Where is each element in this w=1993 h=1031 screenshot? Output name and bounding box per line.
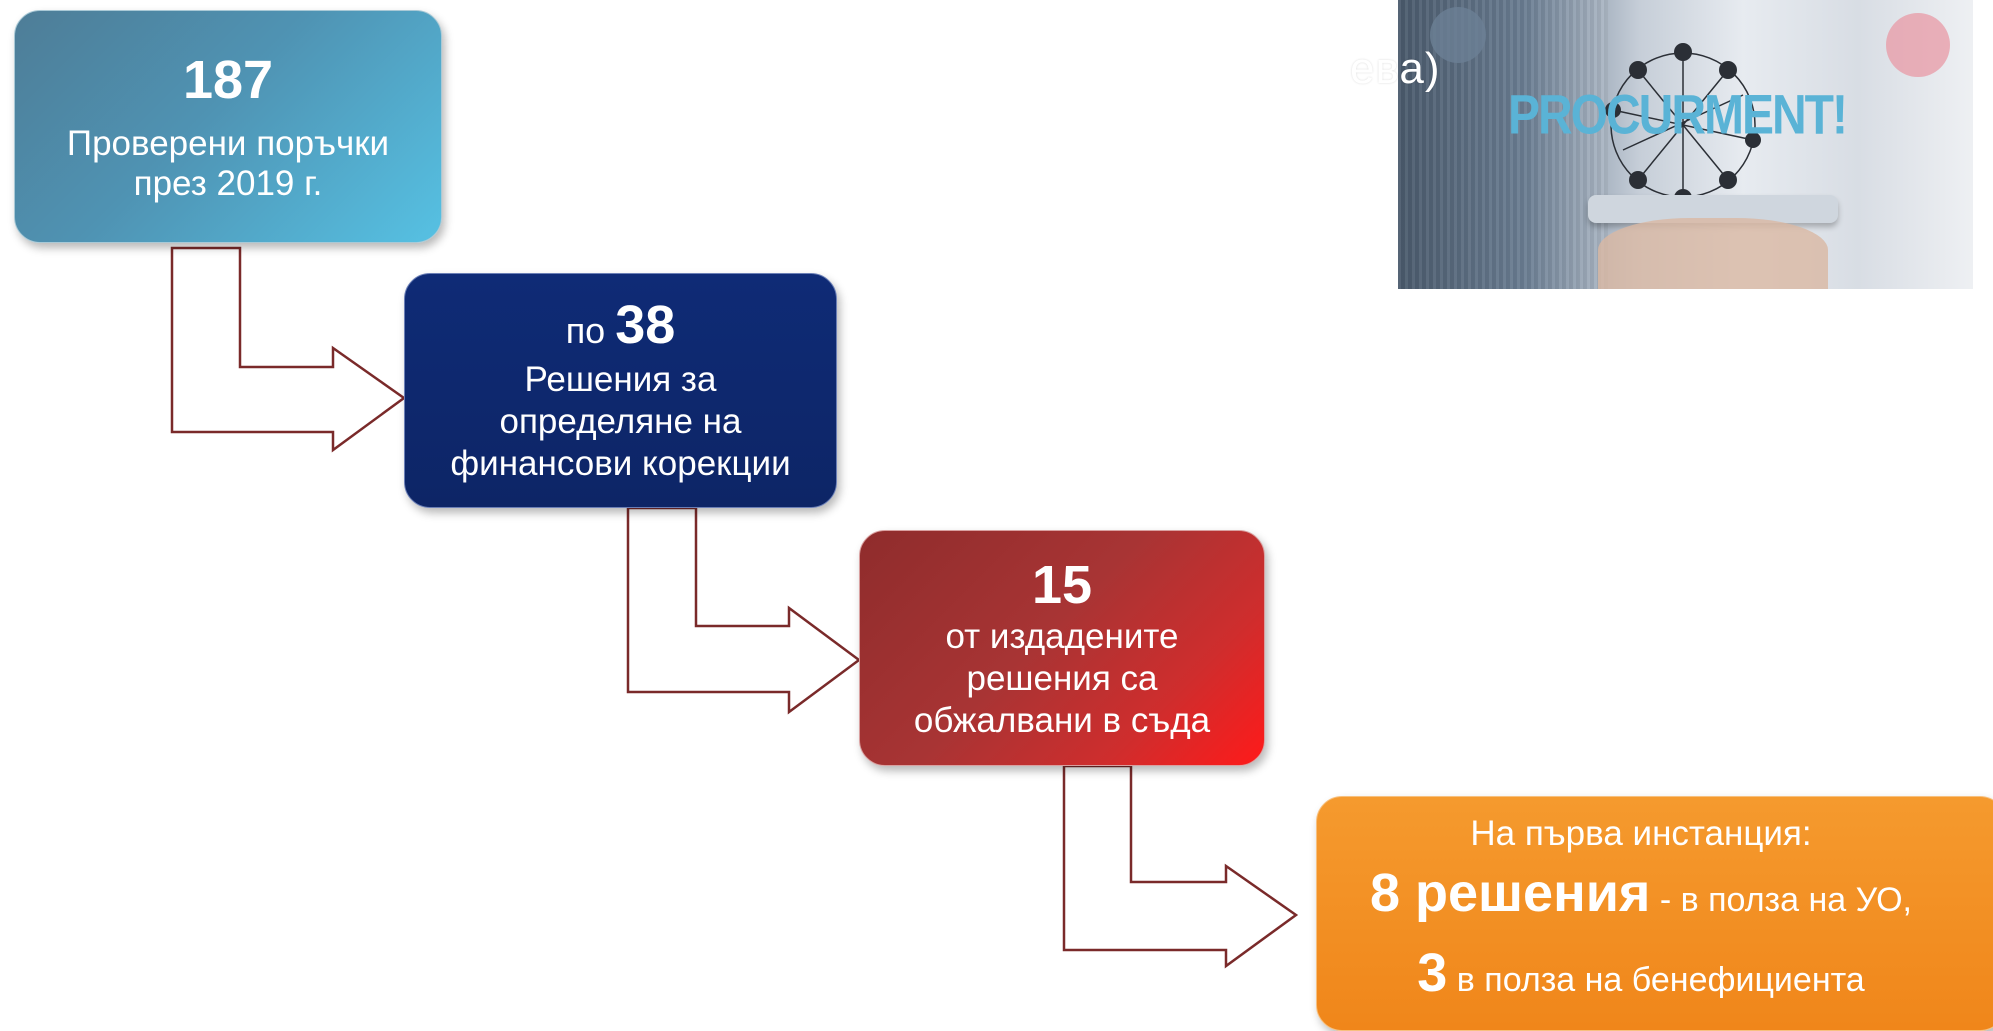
- step-box-appealed-decisions: 15 от издадените решения са обжалвани в …: [859, 530, 1265, 766]
- step-box-correction-decisions: по 38 Решения за определяне на финансови…: [404, 273, 837, 508]
- correction-decisions-count: 38: [615, 294, 676, 355]
- step-box-first-instance: На първа инстанция: 8 решения - в полза …: [1316, 796, 1993, 1031]
- appealed-decisions-label: от издадените решения са обжалвани в съд…: [913, 617, 1211, 740]
- decisions-for-beneficiary-label: в полза на бенефициента: [1447, 960, 1865, 999]
- first-instance-line-uo: 8 решения - в полза на УО,: [1370, 860, 1912, 940]
- globe-icon: [1430, 7, 1486, 63]
- checked-orders-count: 187: [182, 49, 274, 110]
- first-instance-line-beneficiary: 3 в полза на бенефициента: [1417, 940, 1864, 1020]
- arrow-3: [1062, 764, 1299, 969]
- hand: [1598, 218, 1828, 289]
- correction-decisions-heading: по 38: [566, 297, 676, 359]
- appealed-decisions-count: 15: [1031, 555, 1093, 615]
- first-instance-heading: На първа инстанция:: [1470, 813, 1812, 853]
- arrow-1: [170, 246, 407, 453]
- overflow-title-fragment: ева): [1350, 44, 1441, 93]
- building-icon: [1886, 13, 1950, 77]
- photo-banner-text: PROCURMENT!: [1508, 85, 1848, 146]
- decisions-for-uo-label: - в полза на УО,: [1650, 880, 1912, 919]
- jacket-texture: [1398, 0, 1608, 289]
- checked-orders-label: Проверени поръчки през 2019 г.: [66, 123, 390, 203]
- decisions-for-beneficiary-count: 3: [1417, 942, 1448, 1003]
- correction-decisions-label: Решения за определяне на финансови корек…: [450, 359, 791, 483]
- procurement-photo: PROCURMENT!: [1398, 0, 1973, 289]
- correction-decisions-prefix: по: [565, 309, 616, 351]
- arrow-2: [626, 506, 862, 715]
- step-box-checked-orders: 187 Проверени поръчки през 2019 г.: [14, 10, 442, 243]
- decisions-for-uo-count: 8 решения: [1370, 862, 1651, 923]
- network-globe-icon: [1430, 7, 1950, 207]
